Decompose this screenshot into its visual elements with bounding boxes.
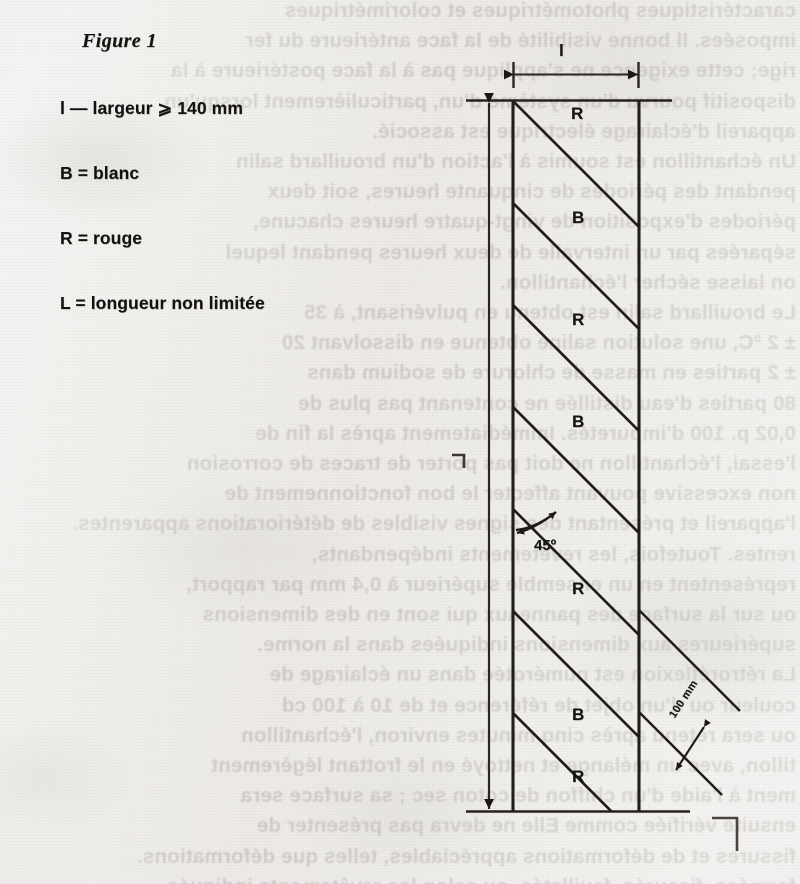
figure-caption: Figure 1 bbox=[82, 30, 157, 52]
width-dimension bbox=[504, 62, 640, 88]
legend-item-width: l — largeur ⩾ 140 mm bbox=[60, 98, 243, 118]
show-through-line: ou sur la surface des panneaux qui sont … bbox=[202, 603, 796, 627]
show-through-line: l'appareil et présentant des signes visi… bbox=[72, 512, 796, 536]
stripe-width-dimension bbox=[675, 719, 711, 771]
show-through-line: La rétroréflexion est numérotée dans un … bbox=[269, 663, 796, 687]
crop-mark-bottom-right bbox=[712, 816, 739, 851]
show-through-line: 0,02 p. 100 d'impuretés. Immédiatement a… bbox=[255, 421, 796, 445]
stripe-extension-lines bbox=[638, 609, 741, 796]
angle-annotation bbox=[515, 511, 557, 535]
stripe-label-5: R bbox=[572, 579, 585, 598]
show-through-line: ment à l'aide d'un chiffon de coton sec … bbox=[240, 784, 796, 808]
stripe-label-6: B bbox=[572, 705, 585, 724]
figure-legend: l — largeur ⩾ 140 mm B = blanc R = rouge… bbox=[60, 98, 440, 314]
stripe-width-label: 100 mm bbox=[667, 678, 701, 721]
show-through-line: rige; cette exigence ne s'applique pas à… bbox=[170, 59, 796, 83]
show-through-line: fissures et de déformations appréciables… bbox=[136, 844, 796, 868]
stripe-label-3: R bbox=[572, 310, 585, 329]
stripe-label-4: B bbox=[572, 412, 585, 431]
stripe-separators bbox=[512, 100, 640, 812]
stripe-label-2: B bbox=[572, 208, 585, 227]
crop-mark-left bbox=[452, 453, 466, 468]
stripe-label-1: R bbox=[571, 104, 584, 123]
legend-item-length: L = longueur non limitée bbox=[60, 293, 265, 313]
show-through-line: caractéristiques photométriques et color… bbox=[284, 0, 796, 22]
show-through-line: rentes. Toutefois, les revêtements indép… bbox=[311, 542, 796, 566]
show-through-line: ± 2 parties en masse de chlorure de sodi… bbox=[307, 361, 796, 385]
show-through-line: supérieures aux dimensions indiquées dan… bbox=[257, 633, 796, 657]
show-through-line: ensuite vérifiée comme Elle ne devra pas… bbox=[256, 814, 796, 838]
stripe-label-7: R bbox=[572, 767, 585, 786]
show-through-line: l'essai, l'échantillon ne doit pas porte… bbox=[186, 452, 796, 476]
legend-item-red: R = rouge bbox=[60, 228, 143, 248]
show-through-line: 80 parties d'eau distillée ne contenant … bbox=[297, 391, 796, 415]
show-through-line: tillon, avec un mélange et nettoyé en le… bbox=[211, 754, 796, 778]
show-through-line: ± 2 ºC, une solution saline obtenue en d… bbox=[281, 331, 796, 355]
angle-label: 45º bbox=[534, 537, 557, 554]
legend-item-white: B = blanc bbox=[60, 163, 140, 183]
show-through-line: non excessive pouvant affecter le bon fo… bbox=[224, 482, 796, 506]
show-through-line: formées, fissurée, feuilletée, ou selon … bbox=[0, 872, 800, 884]
show-through-line: ou sera retenu après cinq minutes enviro… bbox=[241, 723, 796, 747]
show-through-line: représentent en un ensemble supérieur à … bbox=[186, 572, 796, 596]
width-dimension-label: l bbox=[559, 41, 564, 60]
